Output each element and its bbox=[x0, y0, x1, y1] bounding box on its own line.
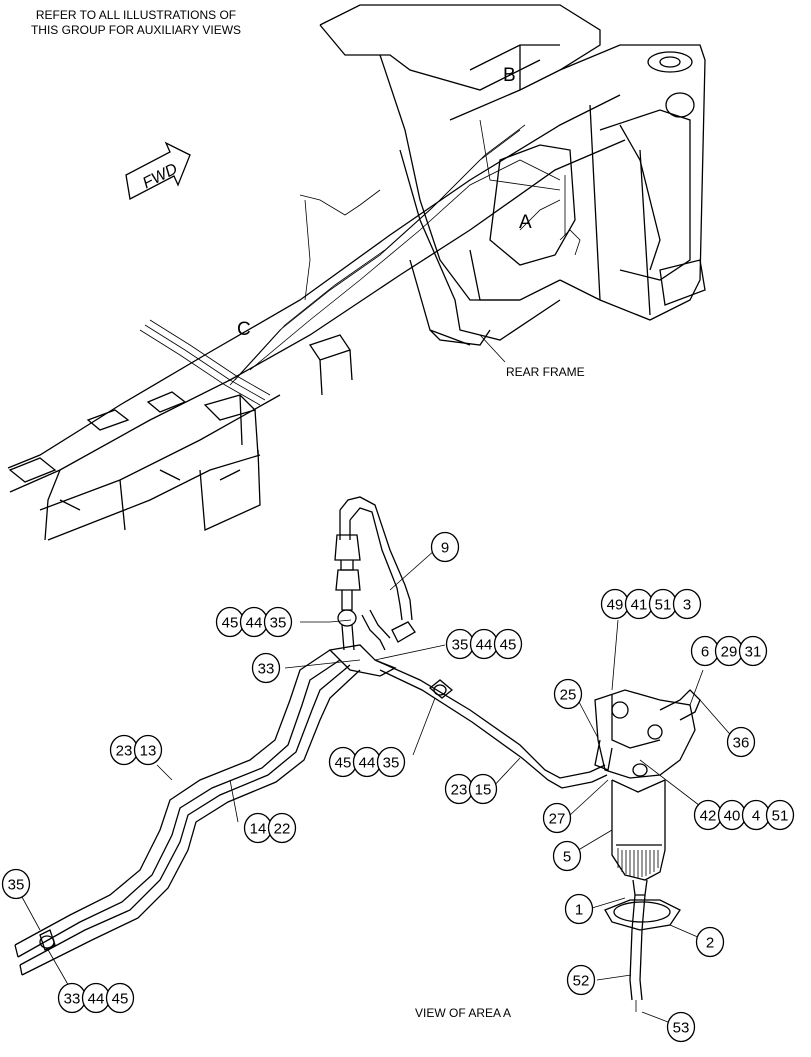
callout-number: 49 bbox=[607, 597, 624, 614]
callout-bubble bbox=[738, 635, 768, 667]
callout-number: 33 bbox=[258, 661, 275, 678]
callout-number: 9 bbox=[441, 540, 449, 557]
callout-bubble bbox=[672, 588, 702, 620]
callout-c9: 9 bbox=[430, 531, 460, 563]
callout-number: 1 bbox=[575, 902, 583, 919]
callout-bubble bbox=[566, 964, 596, 996]
callout-number: 42 bbox=[700, 808, 717, 825]
callout-number: 6 bbox=[701, 644, 709, 661]
callout-c2: 2 bbox=[695, 926, 725, 958]
callout-c23-13: 23 13 bbox=[109, 734, 163, 766]
callout-bubble bbox=[133, 734, 163, 766]
callout-number: 40 bbox=[724, 808, 741, 825]
callout-number: 36 bbox=[733, 735, 750, 752]
callout-number: 44 bbox=[476, 637, 493, 654]
callout-c35-left: 35 bbox=[1, 868, 31, 900]
callout-bubble bbox=[564, 893, 594, 925]
callout-number: 51 bbox=[655, 597, 672, 614]
callout-number: 15 bbox=[475, 782, 492, 799]
callout-c42-40-4-51: 42 40 4 51 bbox=[693, 799, 795, 831]
callout-bubble bbox=[105, 982, 135, 1014]
callout-number: 13 bbox=[140, 743, 157, 760]
callout-number: 29 bbox=[721, 644, 738, 661]
callout-number: 35 bbox=[8, 877, 25, 894]
callout-number: 3 bbox=[683, 597, 691, 614]
area-a-label: A bbox=[519, 212, 532, 233]
callout-c14-22: 14 22 bbox=[243, 812, 297, 844]
callout-number: 45 bbox=[222, 615, 239, 632]
callout-bubble bbox=[468, 773, 498, 805]
callout-bubble bbox=[376, 746, 406, 778]
callout-bubble bbox=[263, 606, 293, 638]
area-c-label: C bbox=[237, 319, 251, 340]
callout-c25: 25 bbox=[553, 678, 583, 710]
callout-number: 31 bbox=[745, 644, 762, 661]
callout-number: 35 bbox=[452, 637, 469, 654]
callout-c35-44-45: 35 44 45 bbox=[445, 628, 523, 660]
callout-number: 35 bbox=[270, 615, 287, 632]
callout-number: 35 bbox=[383, 755, 400, 772]
callout-bubble bbox=[493, 628, 523, 660]
callout-c49-41-51-3: 49 41 51 3 bbox=[600, 588, 702, 620]
callout-number: 44 bbox=[88, 991, 105, 1008]
callout-bubble bbox=[666, 1011, 696, 1043]
callout-number: 52 bbox=[573, 973, 590, 990]
callout-c45-44-35-mid: 45 44 35 bbox=[328, 746, 406, 778]
callout-c23-15: 23 15 bbox=[444, 773, 498, 805]
callout-bubble bbox=[1, 868, 31, 900]
callout-number: 44 bbox=[246, 615, 263, 632]
header-note-line-1: REFER TO ALL ILLUSTRATIONS OF bbox=[36, 8, 236, 22]
callout-number: 53 bbox=[673, 1020, 690, 1037]
callout-bubble bbox=[765, 799, 795, 831]
callout-number: 2 bbox=[706, 935, 714, 952]
callout-bubble bbox=[542, 802, 572, 834]
callout-c52: 52 bbox=[566, 964, 596, 996]
callout-number: 45 bbox=[500, 637, 517, 654]
rear-frame-illustration bbox=[7, 4, 706, 541]
callout-c36: 36 bbox=[726, 726, 756, 758]
callout-number: 44 bbox=[359, 755, 376, 772]
callout-number: 27 bbox=[549, 811, 566, 828]
area-a-detail-illustration bbox=[14, 496, 736, 1023]
callout-number: 41 bbox=[631, 597, 648, 614]
callout-c1: 1 bbox=[564, 893, 594, 925]
callout-number: 5 bbox=[563, 849, 571, 866]
callout-c45-44-35-top: 45 44 35 bbox=[215, 606, 293, 638]
callout-bubble bbox=[430, 531, 460, 563]
view-of-area-a-label: VIEW OF AREA A bbox=[415, 1006, 511, 1020]
callout-c53: 53 bbox=[666, 1011, 696, 1043]
callout-c6-29-31: 6 29 31 bbox=[690, 635, 768, 667]
callout-number: 4 bbox=[752, 808, 760, 825]
callout-number: 25 bbox=[560, 687, 577, 704]
callout-number: 51 bbox=[772, 808, 789, 825]
callout-bubble bbox=[552, 840, 582, 872]
area-b-label: B bbox=[503, 65, 516, 86]
callout-number: 45 bbox=[112, 991, 129, 1008]
callout-number: 45 bbox=[335, 755, 352, 772]
callout-number: 23 bbox=[451, 782, 468, 799]
fwd-label: FWD bbox=[140, 160, 181, 192]
forward-arrow-icon: FWD bbox=[125, 141, 191, 200]
callout-c27: 27 bbox=[542, 802, 572, 834]
callout-bubble bbox=[553, 678, 583, 710]
callout-number: 14 bbox=[250, 821, 267, 838]
callout-bubble bbox=[726, 726, 756, 758]
callout-bubble bbox=[267, 812, 297, 844]
callout-bubble bbox=[695, 926, 725, 958]
callout-number: 22 bbox=[274, 821, 291, 838]
rear-frame-label: REAR FRAME bbox=[506, 365, 585, 379]
callout-c5: 5 bbox=[552, 840, 582, 872]
callout-c33-44-45: 33 44 45 bbox=[57, 982, 135, 1014]
callout-c33-top: 33 bbox=[251, 652, 281, 684]
callout-bubble bbox=[251, 652, 281, 684]
callout-number: 23 bbox=[116, 743, 133, 760]
callout-number: 33 bbox=[64, 991, 81, 1008]
header-note-line-2: THIS GROUP FOR AUXILIARY VIEWS bbox=[31, 23, 241, 37]
